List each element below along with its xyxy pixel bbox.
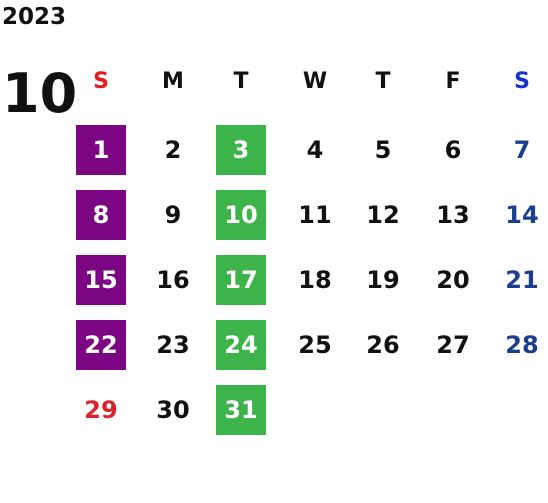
day-cell[interactable]: 11 — [298, 201, 332, 229]
day-cell[interactable]: 13 — [436, 201, 470, 229]
weekday-sat: S — [514, 69, 530, 94]
day-cell[interactable]: 3 — [216, 125, 266, 175]
day-cell[interactable]: 20 — [436, 266, 470, 294]
day-cell[interactable]: 17 — [216, 255, 266, 305]
day-cell[interactable]: 22 — [76, 320, 126, 370]
day-cell[interactable]: 1 — [76, 125, 126, 175]
day-cell[interactable]: 30 — [156, 396, 190, 424]
day-cell[interactable]: 19 — [366, 266, 400, 294]
day-cell[interactable]: 5 — [374, 136, 392, 164]
weekday-thu: T — [375, 69, 391, 94]
day-cell[interactable]: 27 — [436, 331, 470, 359]
day-cell[interactable]: 7 — [513, 136, 531, 164]
day-cell[interactable]: 29 — [84, 396, 118, 424]
day-cell[interactable]: 4 — [306, 136, 324, 164]
day-cell[interactable]: 16 — [156, 266, 190, 294]
day-cell[interactable]: 18 — [298, 266, 332, 294]
day-cell[interactable]: 15 — [76, 255, 126, 305]
day-cell[interactable]: 21 — [505, 266, 539, 294]
day-cell[interactable]: 8 — [76, 190, 126, 240]
day-cell[interactable]: 10 — [216, 190, 266, 240]
weekday-wed: W — [302, 69, 328, 94]
month-number: 10 — [2, 62, 78, 125]
year-label: 2023 — [2, 4, 67, 30]
day-cell[interactable]: 26 — [366, 331, 400, 359]
day-cell[interactable]: 28 — [505, 331, 539, 359]
weekday-mon: M — [162, 69, 184, 94]
weekday-sun: S — [93, 69, 109, 94]
day-cell[interactable]: 24 — [216, 320, 266, 370]
day-cell[interactable]: 2 — [164, 136, 182, 164]
day-cell[interactable]: 9 — [164, 201, 182, 229]
weekday-fri: F — [445, 69, 461, 94]
day-cell[interactable]: 12 — [366, 201, 400, 229]
day-cell[interactable]: 6 — [444, 136, 462, 164]
day-cell[interactable]: 23 — [156, 331, 190, 359]
day-cell[interactable]: 31 — [216, 385, 266, 435]
weekday-tue: T — [233, 69, 249, 94]
day-cell[interactable]: 14 — [505, 201, 539, 229]
day-cell[interactable]: 25 — [298, 331, 332, 359]
